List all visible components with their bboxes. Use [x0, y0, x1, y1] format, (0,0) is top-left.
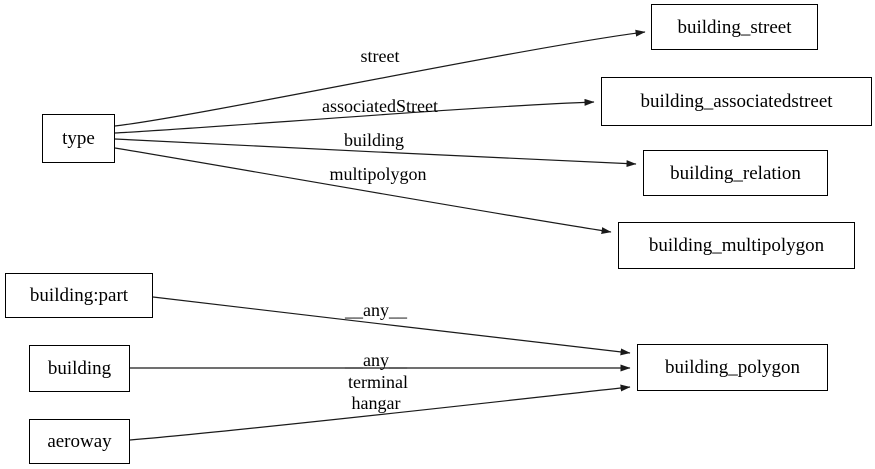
node-label: building_polygon: [664, 357, 801, 378]
node-building-part[interactable]: building:part: [5, 273, 153, 318]
node-aeroway[interactable]: aeroway: [29, 419, 130, 464]
node-label: building: [47, 358, 112, 379]
edge-type-associatedstreet: [114, 98, 595, 134]
edge-label-street: street: [360, 46, 400, 66]
node-label: building:part: [29, 285, 129, 306]
node-building-relation[interactable]: building_relation: [643, 150, 828, 196]
edge-type-street: [114, 29, 646, 127]
node-building-associatedstreet[interactable]: building_associatedstreet: [601, 77, 872, 126]
edge-label-any-buildingpart: __any__: [345, 300, 407, 320]
edge-label-hangar: hangar: [351, 393, 401, 413]
edge-label-any-building: __any__: [345, 350, 407, 370]
edge-label-terminal: terminal: [348, 372, 408, 392]
edge-label-associatedstreet: associatedStreet: [322, 96, 438, 116]
node-building[interactable]: building: [29, 345, 130, 392]
node-type[interactable]: type: [42, 114, 115, 163]
edge-type-building: [114, 138, 637, 168]
edge-label-multipolygon: multipolygon: [329, 164, 427, 184]
edge-label-building: building: [343, 130, 405, 150]
node-building-street[interactable]: building_street: [651, 4, 818, 50]
node-building-multipolygon[interactable]: building_multipolygon: [618, 222, 855, 269]
node-label: building_associatedstreet: [640, 91, 833, 112]
node-label: type: [62, 128, 95, 149]
node-label: aeroway: [47, 431, 112, 452]
node-building-polygon[interactable]: building_polygon: [637, 344, 828, 391]
node-label: building_relation: [670, 162, 801, 184]
edge-aeroway-terminal-hangar: [129, 384, 631, 441]
edge-type-multipolygon: [114, 147, 612, 235]
node-label: building_street: [677, 16, 792, 38]
edge-buildingpart-any: [152, 296, 631, 356]
node-label: building_multipolygon: [648, 235, 825, 256]
